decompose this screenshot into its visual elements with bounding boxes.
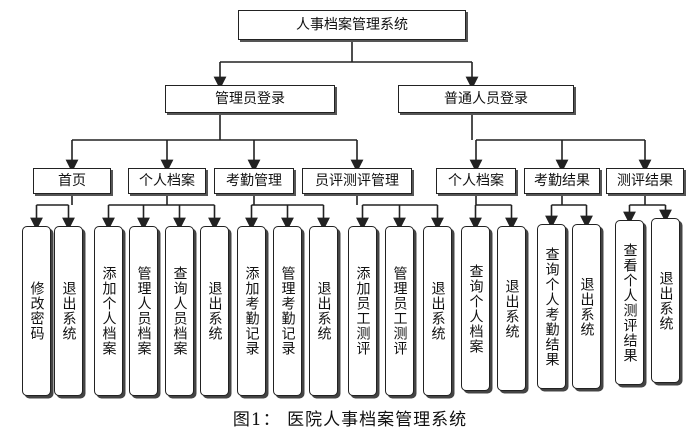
leaf-node-0-2-0-label: 添加考勤记录 (243, 266, 260, 356)
root-node-label: 人事档案管理系统 (296, 17, 408, 33)
leaf-node-1-1-1-label: 退出系统 (578, 276, 595, 337)
leaf-node-0-2-2-label: 退出系统 (315, 281, 332, 341)
leaf-node-0-2-1: 管理考勤记录 (273, 226, 302, 396)
role-node-1: 普通人员登录 (398, 85, 574, 113)
leaf-node-1-1-1: 退出系统 (572, 224, 601, 389)
leaf-node-0-0-0: 修改密码 (22, 226, 51, 396)
module-node-0-0: 首页 (33, 168, 111, 194)
leaf-node-0-3-2-label: 退出系统 (429, 281, 446, 341)
module-node-0-0-label: 首页 (58, 173, 86, 189)
role-node-1-label: 普通人员登录 (444, 91, 528, 107)
leaf-node-0-2-0: 添加考勤记录 (237, 226, 266, 396)
leaf-node-0-1-3-label: 退出系统 (206, 281, 223, 341)
module-node-0-3-label: 员评测评管理 (315, 173, 399, 189)
module-node-1-0-label: 个人档案 (448, 173, 504, 189)
leaf-node-0-3-2: 退出系统 (423, 226, 452, 396)
leaf-node-0-0-1: 退出系统 (54, 226, 83, 396)
module-node-1-0: 个人档案 (436, 168, 516, 194)
leaf-node-1-0-1: 退出系统 (497, 226, 526, 391)
figure-caption: 图1： 医院人事档案管理系统 (232, 410, 468, 430)
module-node-1-2-label: 测评结果 (617, 173, 673, 189)
role-node-0: 管理员登录 (165, 85, 335, 113)
role-node-0-label: 管理员登录 (215, 91, 285, 107)
leaf-node-1-2-0: 查看个人测评结果 (615, 220, 644, 385)
leaf-node-0-1-3: 退出系统 (200, 226, 229, 396)
leaf-node-1-1-0-label: 查询个人考勤结果 (543, 246, 560, 367)
module-node-0-3: 员评测评管理 (302, 168, 412, 194)
leaf-node-0-1-1-label: 管理人员档案 (135, 266, 152, 356)
leaf-node-1-2-1-label: 退出系统 (657, 270, 674, 331)
leaf-node-1-0-0: 查询个人档案 (461, 226, 490, 391)
leaf-node-1-2-0-label: 查看个人测评结果 (621, 242, 638, 363)
module-node-0-1-label: 个人档案 (139, 173, 195, 189)
leaf-node-0-0-0-label: 修改密码 (28, 281, 45, 341)
leaf-node-0-3-1-label: 管理员工测评 (391, 266, 408, 356)
leaf-node-1-0-1-label: 退出系统 (503, 278, 520, 339)
leaf-node-1-1-0: 查询个人考勤结果 (537, 224, 566, 389)
module-node-1-2: 测评结果 (606, 168, 684, 194)
connector-lines (30, 40, 672, 231)
leaf-node-0-1-0-label: 添加个人档案 (100, 266, 117, 356)
module-node-1-1: 考勤结果 (524, 168, 600, 194)
leaf-node-0-1-0: 添加个人档案 (94, 226, 123, 396)
leaf-node-1-2-1: 退出系统 (651, 218, 680, 383)
leaf-node-0-1-1: 管理人员档案 (129, 226, 158, 396)
leaf-node-0-0-1-label: 退出系统 (60, 281, 77, 341)
module-node-0-2: 考勤管理 (214, 168, 294, 194)
module-node-0-2-label: 考勤管理 (226, 173, 282, 189)
module-node-1-1-label: 考勤结果 (534, 173, 590, 189)
leaf-node-0-3-0-label: 添加员工测评 (354, 266, 371, 356)
leaf-node-0-1-2-label: 查询人员档案 (171, 266, 188, 356)
leaf-node-0-1-2: 查询人员档案 (165, 226, 194, 396)
leaf-node-0-3-0: 添加员工测评 (348, 226, 377, 396)
leaf-node-1-0-0-label: 查询个人档案 (467, 263, 484, 354)
leaf-node-0-2-2: 退出系统 (309, 226, 338, 396)
leaf-node-0-3-1: 管理员工测评 (385, 226, 414, 396)
leaf-node-0-2-1-label: 管理考勤记录 (279, 266, 296, 356)
module-node-0-1: 个人档案 (128, 168, 206, 194)
root-node: 人事档案管理系统 (238, 10, 466, 40)
